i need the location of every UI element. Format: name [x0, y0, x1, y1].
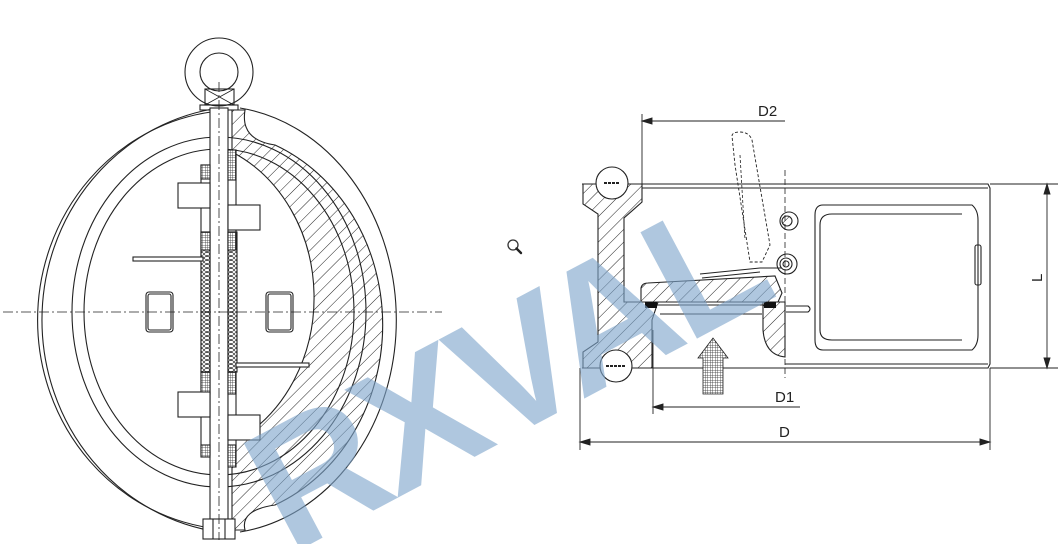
dimension-label-d2: D2 — [758, 103, 777, 120]
seat-hatched — [762, 301, 786, 358]
lug-upper-right — [227, 204, 261, 231]
lug-lower-right — [227, 414, 261, 441]
lug-lower-left — [177, 391, 211, 418]
side-section-view — [578, 114, 1058, 450]
dimension-label-d1: D1 — [775, 389, 794, 406]
spring-right — [227, 231, 238, 373]
body-section-hatched — [231, 109, 384, 531]
body-inlet-hatched — [582, 183, 659, 369]
dimension-label-l: L — [1029, 274, 1046, 282]
spring-left — [200, 231, 211, 373]
lug-upper-left — [177, 182, 211, 209]
disc-open-phantom — [731, 131, 771, 263]
valve-disc — [640, 275, 783, 303]
front-view — [3, 37, 442, 540]
body-right-window — [814, 204, 979, 351]
body-outer-left — [41, 107, 220, 533]
body-outline — [582, 183, 991, 369]
dimension-label-d: D — [779, 424, 790, 441]
dimension-lines — [578, 114, 1058, 450]
magnifier-icon[interactable] — [507, 239, 523, 255]
hinge-pin-middle — [776, 253, 798, 275]
hinge-pin-upper — [779, 211, 799, 231]
body-outer-right — [239, 107, 397, 533]
flow-arrow-icon — [697, 337, 729, 395]
